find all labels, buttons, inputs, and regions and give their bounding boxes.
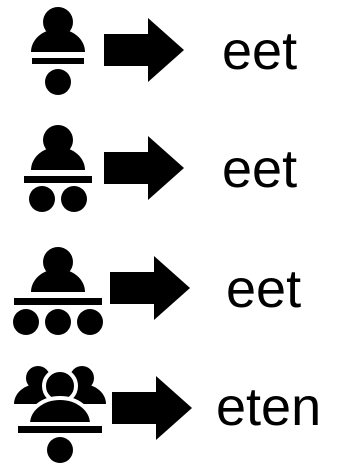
person-divided-by-one-icon [31, 7, 85, 95]
verb-form-1: eet [222, 21, 298, 81]
arrow-right-icon [104, 136, 184, 200]
arrow-right-icon [104, 18, 184, 82]
arrow-right-icon [112, 376, 192, 440]
arrow-right-icon [110, 256, 190, 320]
row-2: eet [0, 118, 352, 228]
verb-form-3: eet [226, 259, 302, 319]
row-1: eet [0, 0, 352, 110]
verb-form-2: eet [222, 139, 298, 199]
row-3: eet [0, 236, 352, 346]
row-4: eten [0, 354, 352, 464]
group-over-one-icon [14, 366, 106, 463]
verb-form-4: eten [216, 377, 322, 437]
person-over-three-icon [13, 247, 103, 335]
person-over-two-icon [24, 125, 92, 212]
